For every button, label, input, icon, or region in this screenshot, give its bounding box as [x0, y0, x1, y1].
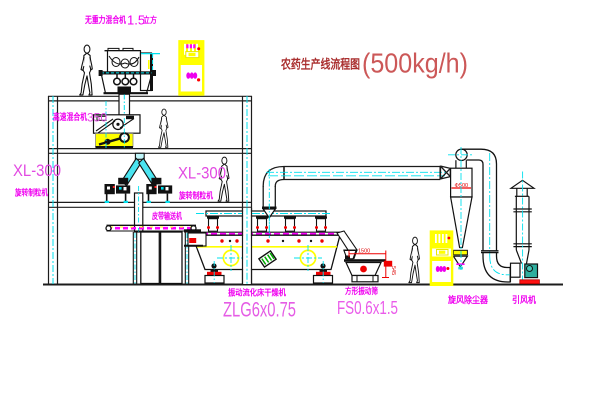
svg-text:旋转制粒机: 旋转制粒机 [14, 188, 48, 198]
svg-text:XL-300: XL-300 [13, 162, 61, 180]
svg-text:高速混合机: 高速混合机 [53, 111, 87, 122]
svg-text:1.5: 1.5 [127, 13, 145, 28]
svg-text:1500: 1500 [358, 249, 370, 255]
svg-text:振动流化床干燥机: 振动流化床干燥机 [228, 288, 286, 298]
svg-text:ZLG6x0.75: ZLG6x0.75 [223, 299, 296, 322]
svg-text:旋风除尘器: 旋风除尘器 [447, 294, 489, 305]
svg-text:350: 350 [87, 111, 107, 125]
svg-text:农药生产线流程图: 农药生产线流程图 [280, 57, 360, 72]
svg-text:方形振动筛: 方形振动筛 [345, 286, 378, 296]
svg-text:FS0.6x1.5: FS0.6x1.5 [337, 298, 398, 318]
svg-text:(500kg/h): (500kg/h) [362, 48, 468, 79]
svg-text:545: 545 [390, 266, 396, 275]
svg-text:无重力混合机: 无重力混合机 [84, 14, 126, 25]
svg-text:Φ500: Φ500 [455, 183, 469, 189]
svg-text:立方: 立方 [143, 15, 157, 25]
svg-text:旋转制粒机: 旋转制粒机 [178, 191, 213, 201]
svg-text:引风机: 引风机 [512, 294, 536, 305]
svg-text:XL-300: XL-300 [178, 165, 226, 183]
svg-text:皮带输送机: 皮带输送机 [151, 211, 182, 221]
